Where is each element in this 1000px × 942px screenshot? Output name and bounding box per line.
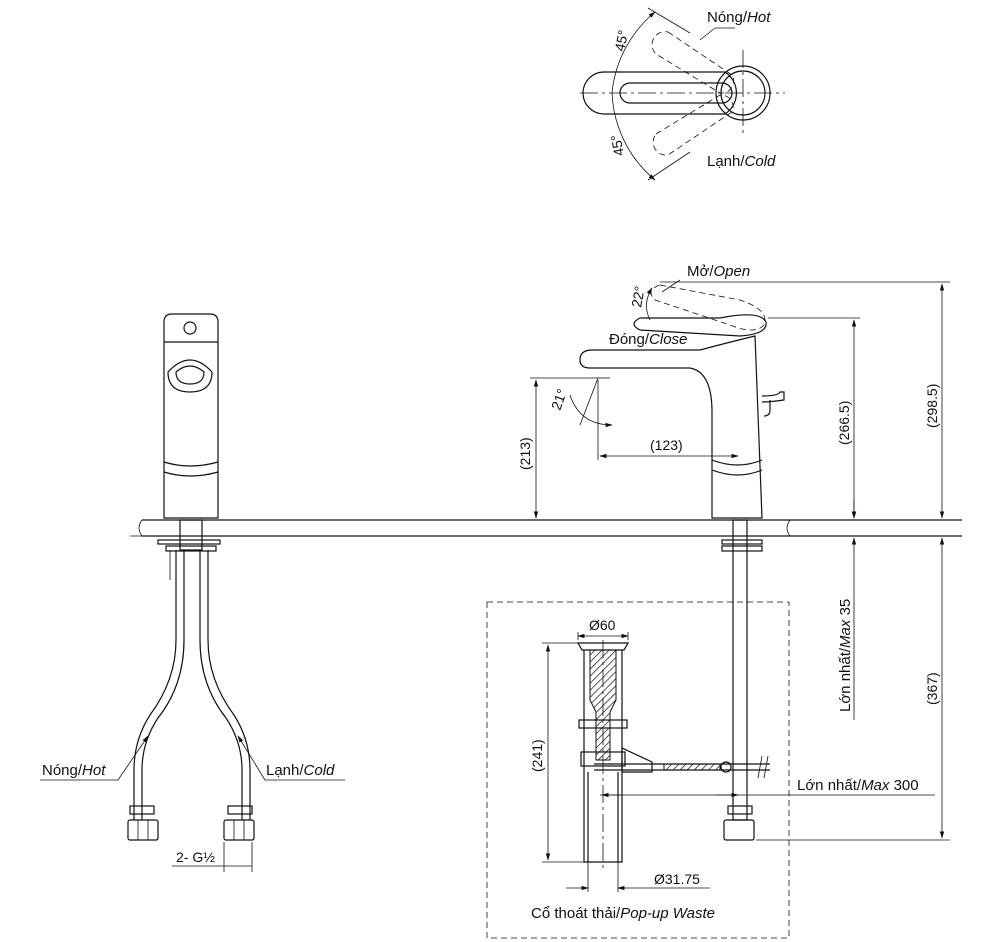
side-open-label: Mở/Open bbox=[687, 263, 750, 280]
front-body bbox=[163, 313, 219, 519]
front-nut bbox=[165, 545, 217, 552]
dim-deck-max: Lớn nhất/Max 35 bbox=[837, 599, 854, 712]
side-close-label: Đóng/Close bbox=[609, 331, 687, 348]
waste-frame bbox=[486, 601, 790, 939]
front-washer bbox=[157, 539, 221, 545]
waste-view: Ø60 Ø31.75 (241) Cổ thoát thải/Pop-up Wa… bbox=[486, 601, 790, 939]
top-cartridge bbox=[715, 65, 771, 121]
dim-spout-reach: (123) bbox=[650, 437, 683, 453]
top-hot-position bbox=[651, 31, 735, 94]
thread-dim: 2- G½ bbox=[176, 849, 215, 865]
hose-hot-nut bbox=[127, 819, 159, 841]
front-view: Nóng/Hot Lạnh/Cold 2- G½ bbox=[40, 313, 345, 872]
dim-waste-top-diameter: Ø60 bbox=[589, 617, 616, 633]
waste-lock-nut bbox=[578, 719, 628, 729]
waste-clip bbox=[720, 761, 732, 773]
waste-label: Cổ thoát thải/Pop-up Waste bbox=[531, 905, 715, 922]
side-popup-knob bbox=[761, 391, 785, 403]
side-spout-angle-arc bbox=[569, 394, 613, 428]
side-hose-ferrule bbox=[727, 805, 753, 815]
dim-spout-height: (213) bbox=[517, 437, 533, 470]
front-handle-opening bbox=[167, 359, 213, 393]
dim-waste-pipe-diameter: Ø31.75 bbox=[654, 871, 700, 887]
top-angle-cold: 45° bbox=[608, 134, 627, 158]
front-cold-label: Lạnh/Cold bbox=[266, 762, 335, 779]
front-cold-arrow bbox=[237, 735, 266, 781]
side-nut bbox=[721, 545, 763, 552]
waste-tailpipe bbox=[587, 772, 619, 862]
front-indicator bbox=[183, 321, 197, 335]
side-popup-rod bbox=[763, 400, 771, 417]
hose-cold-outer bbox=[207, 550, 251, 820]
dim-body-height: (266.5) bbox=[836, 401, 852, 445]
side-shank bbox=[732, 519, 748, 821]
waste-rod-section bbox=[663, 763, 721, 771]
deck bbox=[130, 519, 962, 537]
side-lever-closed bbox=[633, 314, 767, 337]
waste-rod-break bbox=[757, 755, 769, 779]
hose-hot-outer bbox=[133, 550, 177, 820]
hose-cold-ferrule bbox=[227, 805, 253, 815]
waste-pivot-housing bbox=[621, 747, 653, 773]
top-view: 45° 45° Nóng/Hot Lạnh/Cold bbox=[580, 7, 785, 181]
side-spout-angle: 21° bbox=[548, 387, 570, 412]
hose-cold-nut bbox=[223, 819, 255, 841]
side-lever-angle: 22° bbox=[628, 285, 647, 309]
top-cold-position bbox=[652, 94, 734, 156]
dim-total-height: (298.5) bbox=[924, 384, 940, 428]
front-hot-arrow bbox=[117, 735, 149, 781]
waste-seal bbox=[580, 751, 626, 767]
side-body bbox=[579, 335, 763, 519]
waste-flange bbox=[576, 642, 630, 651]
top-angle-arc-cold bbox=[611, 92, 656, 181]
dim-waste-length: (241) bbox=[529, 739, 545, 772]
side-lever-angle-arc bbox=[646, 287, 653, 321]
side-washer bbox=[721, 539, 763, 545]
front-shank bbox=[179, 519, 203, 551]
side-view: 21° 22° Mở/Open Đóng/Close (213) (123) (… bbox=[517, 263, 950, 841]
deck-break-right bbox=[786, 519, 791, 537]
front-body-seam-2 bbox=[163, 471, 219, 477]
front-hot-label: Nóng/Hot bbox=[42, 762, 106, 779]
hose-hot-ferrule bbox=[129, 805, 155, 815]
front-body-seam bbox=[163, 461, 219, 467]
top-leader-hot bbox=[647, 7, 691, 34]
top-cold-label: Lạnh/Cold bbox=[707, 153, 776, 170]
side-flow-line bbox=[579, 377, 599, 426]
top-handle-inner bbox=[619, 82, 733, 104]
side-lever-open bbox=[650, 284, 766, 331]
dim-rod-max: Lớn nhất/Max 300 bbox=[797, 777, 919, 794]
front-handle-inner bbox=[175, 365, 205, 385]
side-body-seam-2 bbox=[711, 469, 763, 476]
side-body-seam bbox=[711, 459, 763, 466]
top-handle bbox=[582, 71, 738, 115]
top-angle-hot: 45° bbox=[611, 29, 631, 53]
top-angle-arc-hot bbox=[611, 11, 656, 94]
top-leader-cold bbox=[647, 151, 691, 181]
dim-below-deck: (367) bbox=[924, 672, 940, 705]
hose-hot-inner bbox=[141, 550, 185, 820]
top-hot-label: Nóng/Hot bbox=[707, 9, 771, 26]
deck-break-left bbox=[138, 519, 143, 537]
side-hose-nut bbox=[723, 819, 755, 841]
top-hot-leader bbox=[699, 27, 716, 41]
hose-cold-inner bbox=[199, 550, 243, 820]
